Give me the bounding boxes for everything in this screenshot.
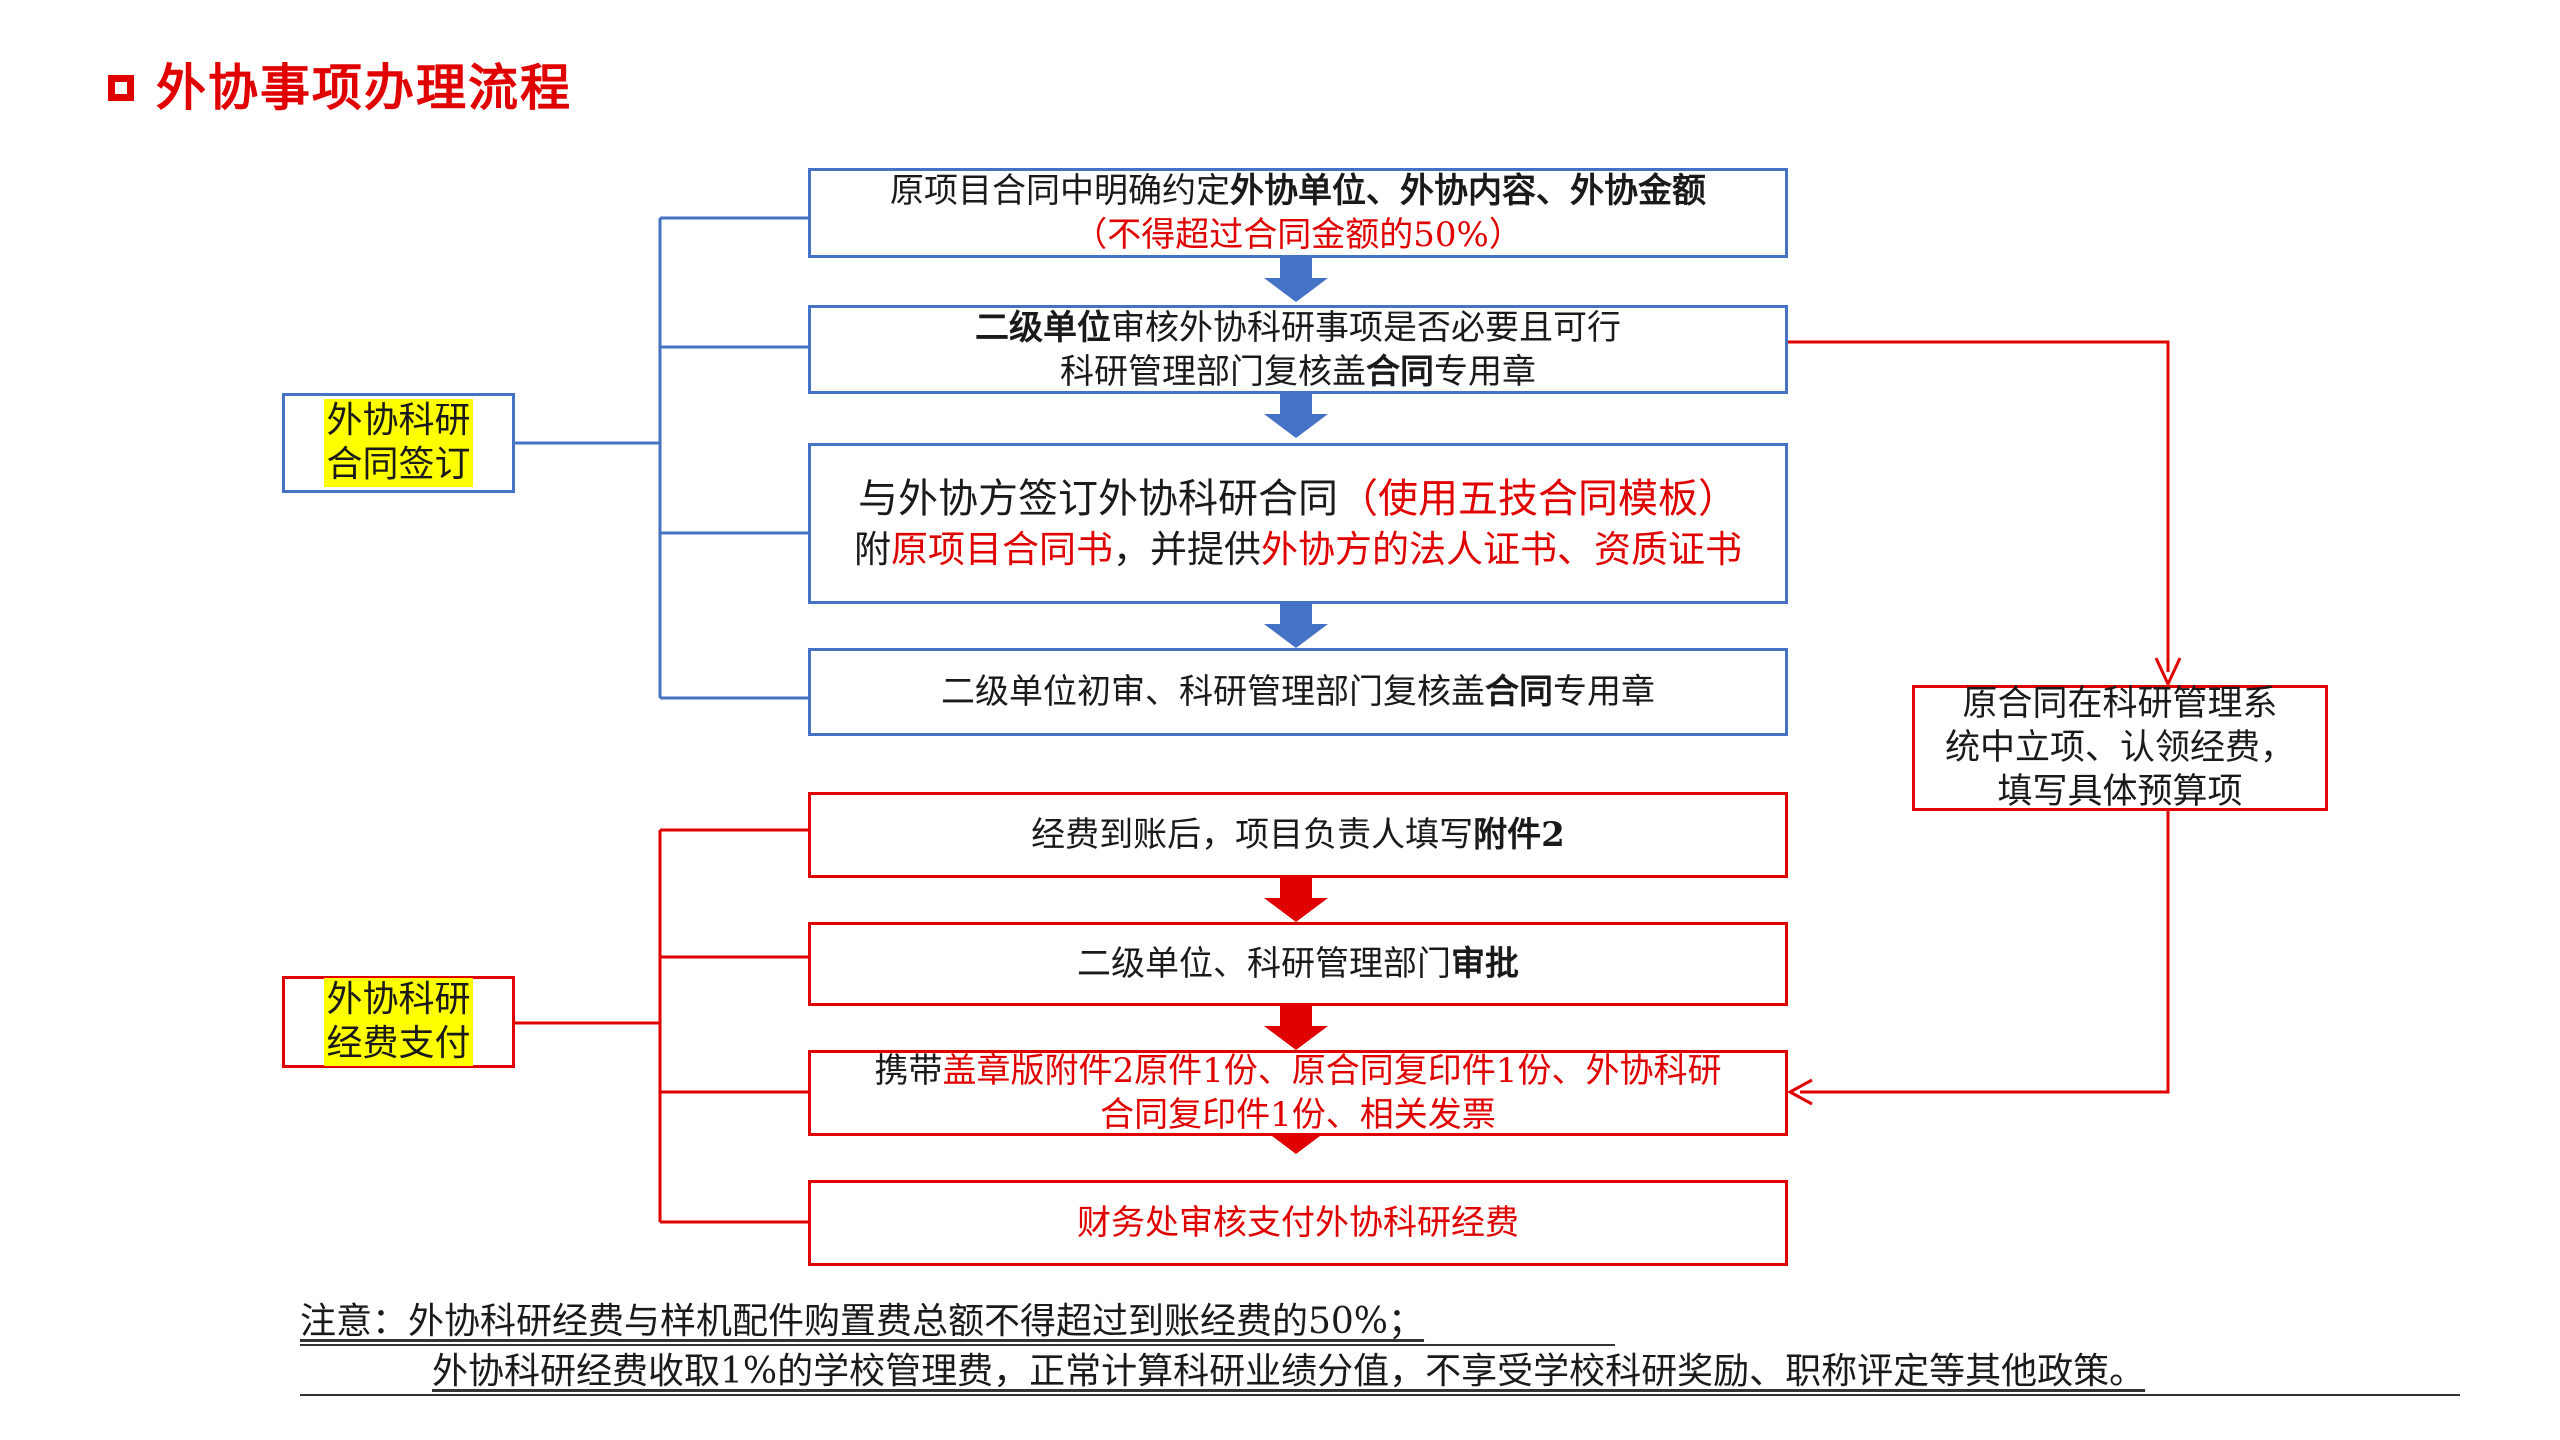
side-note-box: 原合同在科研管理系 统中立项、认领经费， 填写具体预算项 bbox=[1912, 684, 2328, 812]
step-line: （不得超过合同金额的50%） bbox=[1073, 215, 1523, 255]
step-line: 携带盖章版附件2原件1份、原合同复印件1份、外协科研 bbox=[875, 1049, 1722, 1093]
section-label-line: 外协科研 bbox=[324, 978, 473, 1022]
step-text: 携带 bbox=[874, 1051, 943, 1091]
down-arrow-icon bbox=[1264, 604, 1328, 648]
step-text: ，并提供 bbox=[1113, 527, 1261, 571]
side-note-line: 统中立项、认领经费， bbox=[1944, 728, 2295, 768]
payment-step-2: 二级单位、科研管理部门审批 bbox=[808, 922, 1788, 1006]
signing-step-2: 二级单位审核外协科研事项是否必要且可行 科研管理部门复核盖合同专用章 bbox=[808, 305, 1788, 394]
note-underlines bbox=[300, 1344, 2460, 1396]
note-line-2: 外协科研经费收取1%的学校管理费，正常计算科研业绩分值，不享受学校科研奖励、职称… bbox=[432, 1351, 2146, 1392]
step-text-bold: 附件2 bbox=[1473, 815, 1565, 855]
step-text-red: 盖章版附件2原件1份、原合同复印件1份、外协科研 bbox=[942, 1051, 1722, 1091]
step-line: 科研管理部门复核盖合同专用章 bbox=[1060, 350, 1536, 394]
step-text: 科研管理部门复核盖 bbox=[1060, 351, 1366, 392]
payment-step-3: 携带盖章版附件2原件1份、原合同复印件1份、外协科研 合同复印件1份、相关发票 bbox=[808, 1050, 1788, 1136]
blue-down-arrows bbox=[1264, 258, 1328, 648]
step-text: 二级单位、科研管理部门 bbox=[1077, 944, 1451, 984]
down-arrow-icon bbox=[1264, 878, 1328, 922]
side-note-line: 原合同在科研管理系 bbox=[1962, 684, 2278, 724]
page-title: 外协事项办理流程 bbox=[108, 58, 572, 118]
signing-step-4: 二级单位初审、科研管理部门复核盖合同专用章 bbox=[808, 648, 1788, 736]
section-label-line: 合同签订 bbox=[324, 443, 473, 487]
section-label-signing: 外协科研 合同签订 bbox=[282, 393, 515, 493]
step-line: 与外协方签订外协科研合同（使用五技合同模板） bbox=[858, 473, 1738, 525]
signing-bracket bbox=[515, 216, 808, 700]
step-text: 原项目合同中明确约定 bbox=[890, 171, 1230, 211]
arrowhead-left-icon bbox=[1786, 1078, 1813, 1106]
note-line-1: 注意：外协科研经费与样机配件购置费总额不得超过到账经费的50%； bbox=[300, 1301, 1425, 1342]
step-line: 经费到账后，项目负责人填写附件2 bbox=[1031, 813, 1565, 857]
side-note-line: 填写具体预算项 bbox=[1997, 772, 2243, 812]
down-arrow-icon bbox=[1264, 1006, 1328, 1050]
side-connector bbox=[1788, 340, 2170, 1094]
section-label-line: 外协科研 bbox=[324, 399, 473, 443]
step-text: 附 bbox=[854, 527, 891, 571]
payment-step-4: 财务处审核支付外协科研经费 bbox=[808, 1180, 1788, 1266]
step-text-red: 外协方的法人证书、资质证书 bbox=[1261, 527, 1742, 571]
step-text-bold: 二级单位 bbox=[975, 307, 1111, 348]
step-text-bold: 外协单位、外协内容、外协金额 bbox=[1230, 171, 1706, 211]
signing-step-1: 原项目合同中明确约定外协单位、外协内容、外协金额 （不得超过合同金额的50%） bbox=[808, 168, 1788, 258]
step-text: 与外协方签订外协科研合同 bbox=[858, 475, 1338, 522]
step-text: 专用章 bbox=[1553, 672, 1655, 712]
step-line: 合同复印件1份、相关发票 bbox=[1100, 1095, 1496, 1135]
side-arrowheads bbox=[1786, 657, 2182, 1106]
step-line: 原项目合同中明确约定外协单位、外协内容、外协金额 bbox=[890, 169, 1706, 213]
step-text-bold: 合同 bbox=[1485, 672, 1553, 712]
step-text: 审核外协科研事项是否必要且可行 bbox=[1111, 307, 1621, 348]
step-line: 二级单位审核外协科研事项是否必要且可行 bbox=[975, 306, 1621, 350]
step-text-red: 原项目合同书 bbox=[891, 527, 1113, 571]
step-line: 附原项目合同书，并提供外协方的法人证书、资质证书 bbox=[854, 525, 1742, 575]
payment-step-1: 经费到账后，项目负责人填写附件2 bbox=[808, 792, 1788, 878]
payment-bracket bbox=[515, 828, 808, 1224]
step-line: 二级单位、科研管理部门审批 bbox=[1077, 942, 1519, 986]
square-bullet-icon bbox=[108, 75, 134, 101]
arrowhead-down-icon bbox=[2154, 657, 2182, 688]
step-line: 二级单位初审、科研管理部门复核盖合同专用章 bbox=[941, 670, 1655, 714]
step-text: 二级单位初审、科研管理部门复核盖 bbox=[941, 672, 1485, 712]
signing-step-3: 与外协方签订外协科研合同（使用五技合同模板） 附原项目合同书，并提供外协方的法人… bbox=[808, 443, 1788, 604]
step-text: 专用章 bbox=[1434, 351, 1536, 392]
step-text-bold: 审批 bbox=[1451, 944, 1519, 984]
title-text: 外协事项办理流程 bbox=[156, 58, 572, 117]
section-label-payment: 外协科研 经费支付 bbox=[282, 976, 515, 1068]
down-arrow-icon bbox=[1264, 394, 1328, 438]
step-text-bold: 合同 bbox=[1366, 351, 1434, 392]
step-text-red: （使用五技合同模板） bbox=[1338, 475, 1738, 522]
down-arrow-icon bbox=[1264, 258, 1328, 302]
section-label-line: 经费支付 bbox=[324, 1022, 473, 1066]
step-line: 财务处审核支付外协科研经费 bbox=[1077, 1203, 1519, 1243]
step-text: 经费到账后，项目负责人填写 bbox=[1031, 815, 1474, 855]
